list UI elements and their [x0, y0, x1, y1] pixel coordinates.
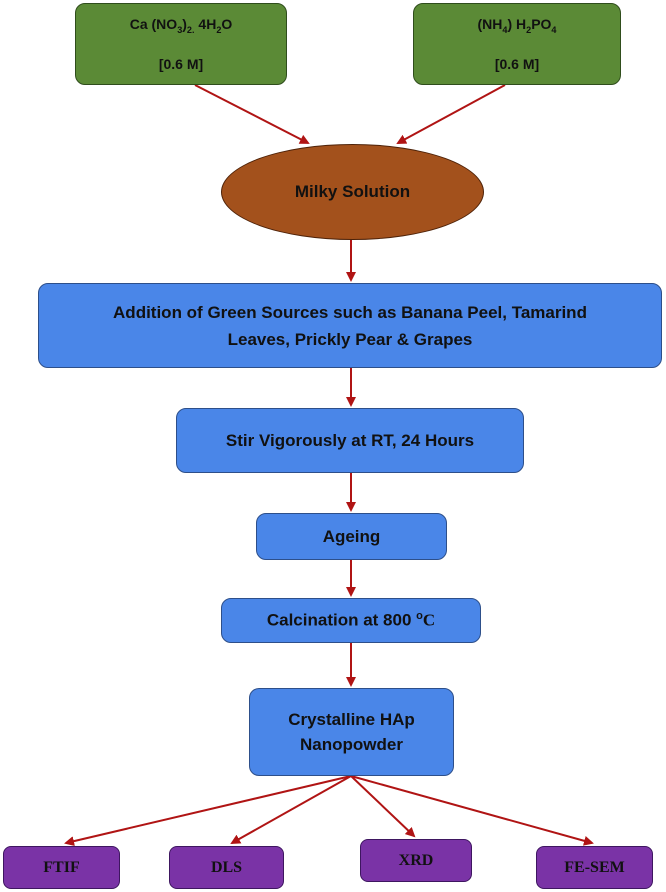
characterization-ftif: FTIF — [3, 846, 120, 889]
ageing-step: Ageing — [256, 513, 447, 560]
characterization-dls: DLS — [169, 846, 284, 889]
reagent-calcium-nitrate: Ca (NO3)2. 4H2O [0.6 M] — [75, 3, 287, 85]
reagent-formula: (NH4) H2PO4 — [477, 16, 557, 35]
product-line1: Crystalline HAp — [288, 710, 415, 729]
ftif-label: FTIF — [43, 858, 80, 876]
stir-step: Stir Vigorously at RT, 24 Hours — [176, 408, 524, 473]
product-line2: Nanopowder — [300, 735, 403, 754]
arrow-reagent2-to-solution — [396, 84, 506, 144]
characterization-fe-sem: FE-SEM — [536, 846, 653, 889]
arrow-product-to-ftif — [64, 775, 352, 847]
green-sources-line2: Leaves, Prickly Pear & Grapes — [227, 329, 473, 349]
fe-sem-label: FE-SEM — [564, 858, 625, 876]
milky-solution-ellipse: Milky Solution — [221, 144, 484, 240]
stir-label: Stir Vigorously at RT, 24 Hours — [225, 430, 475, 450]
ageing-label: Ageing — [322, 526, 381, 546]
xrd-label: XRD — [398, 851, 434, 869]
arrow-product-to-xrd — [350, 775, 416, 838]
green-sources-line1: Addition of Green Sources such as Banana… — [113, 302, 587, 322]
calcination-label: Calcination at 800 oC — [266, 610, 436, 630]
reagent-ammonium-phosphate: (NH4) H2PO4 [0.6 M] — [413, 3, 621, 85]
arrow-product-to-dls — [230, 775, 352, 844]
reagent-concentration: [0.6 M] — [494, 55, 540, 72]
product-step: Crystalline HAp Nanopowder — [249, 688, 454, 776]
green-sources-step: Addition of Green Sources such as Banana… — [38, 283, 662, 368]
arrow-reagent1-to-solution — [194, 84, 310, 144]
milky-solution-label: Milky Solution — [294, 182, 411, 201]
characterization-xrd: XRD — [360, 839, 472, 882]
reagent-concentration: [0.6 M] — [158, 55, 204, 72]
reagent-formula: Ca (NO3)2. 4H2O — [129, 16, 233, 35]
arrow-product-to-fe-sem — [350, 775, 594, 846]
dls-label: DLS — [210, 858, 243, 876]
calcination-step: Calcination at 800 oC — [221, 598, 481, 643]
